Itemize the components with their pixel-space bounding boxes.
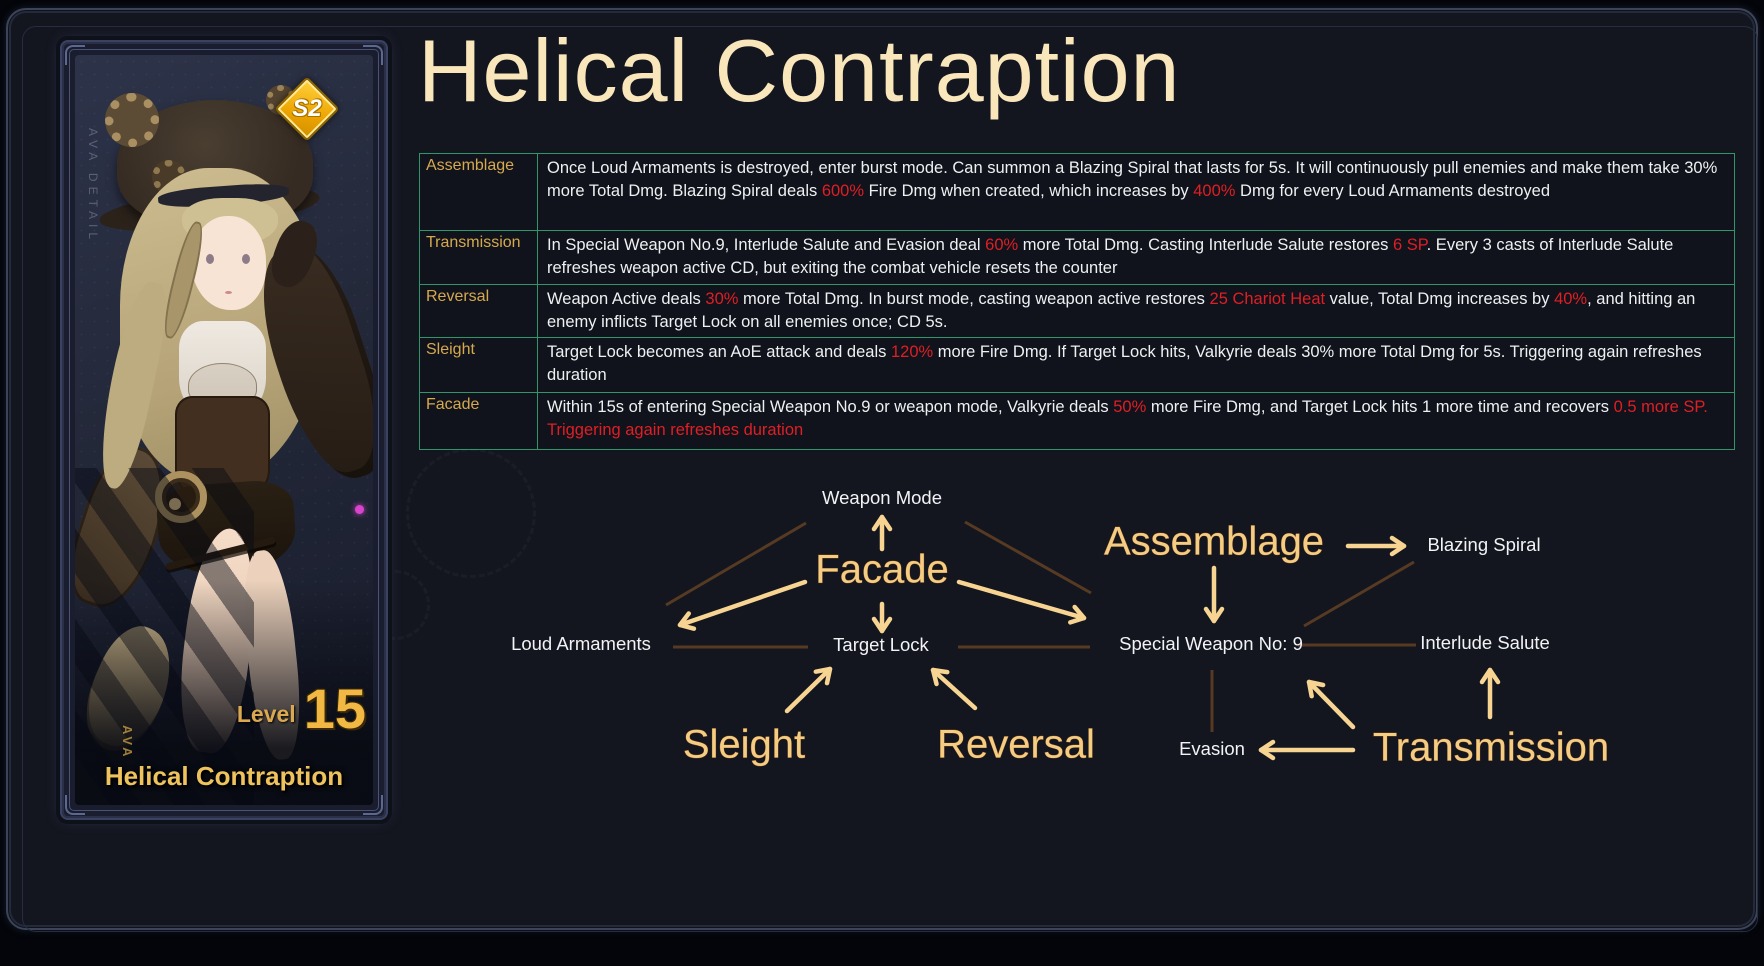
skill-row: Facade Within 15s of entering Special Wea… <box>420 393 1734 449</box>
rank-badge-text: S2 <box>292 95 322 122</box>
skill-name: Facade <box>420 393 538 449</box>
skill-name: Sleight <box>420 338 538 392</box>
diagram-skill-label: Transmission <box>1373 726 1609 770</box>
highlighted-value: 600% <box>821 182 865 200</box>
description-text: Target Lock becomes an AoE attack and de… <box>547 343 891 361</box>
diagram-connector-line <box>964 520 1092 595</box>
highlighted-value: 6 SP <box>1392 236 1427 254</box>
art-eye <box>241 253 250 264</box>
weapon-card[interactable]: AVA DETAIL AVA S2 Level 15 Helical Contr… <box>60 40 388 820</box>
gear-icon <box>155 471 208 524</box>
description-text: . Every 3 casts of Interlude Salute refr… <box>547 236 1674 277</box>
diagram-node-label: Weapon Mode <box>822 487 942 508</box>
description-text: Weapon Active deals <box>547 290 706 308</box>
diagram-skill-label: Assemblage <box>1104 520 1324 564</box>
description-text: more Total Dmg. Casting Interlude Salute… <box>1018 236 1393 254</box>
highlighted-value: 40% <box>1554 290 1588 308</box>
gear-icon <box>104 92 159 147</box>
description-text: Fire Dmg when created, which increases b… <box>864 182 1194 200</box>
diagram-skill-label: Reversal <box>937 723 1095 767</box>
card-vertical-label: AVA <box>120 725 135 760</box>
diagram-arrow <box>677 579 808 631</box>
description-text: more Fire Dmg. If Target Lock hits, Valk… <box>547 343 1702 384</box>
description-text: Once Loud Armaments is destroyed, enter … <box>547 159 1718 200</box>
card-name: Helical Contraption <box>104 761 344 791</box>
diagram-arrow <box>956 579 1087 625</box>
skill-description: In Special Weapon No.9, Interlude Salute… <box>538 231 1734 284</box>
diagram-skill-label: Sleight <box>683 723 805 767</box>
skill-name: Reversal <box>420 285 538 337</box>
description-text: value, Total Dmg increases by <box>1325 290 1555 308</box>
skill-name: Assemblage <box>420 154 538 230</box>
art-accent-dot <box>355 505 365 514</box>
art-gear-dot <box>168 497 181 510</box>
skill-row: Transmission In Special Weapon No.9, Inte… <box>420 231 1734 285</box>
card-corner-ornament <box>363 795 383 815</box>
description-text: , and hitting an enemy inflicts Target L… <box>547 290 1696 331</box>
highlighted-value: 120% <box>890 343 934 361</box>
card-corner-ornament <box>65 45 85 65</box>
art-face <box>191 216 266 310</box>
skill-description: Target Lock becomes an AoE attack and de… <box>538 338 1734 392</box>
diagram-node-label: Evasion <box>1179 738 1245 759</box>
character-portrait <box>75 55 373 805</box>
highlighted-value: 60% <box>985 236 1019 254</box>
diagram-connector-line <box>1303 560 1415 628</box>
skill-description: Once Loud Armaments is destroyed, enter … <box>538 154 1734 230</box>
description-text: more Total Dmg. In burst mode, casting w… <box>738 290 1210 308</box>
diagram-node-label: Blazing Spiral <box>1427 534 1540 555</box>
diagram-skill-label: Facade <box>815 548 948 592</box>
level-value: 15 <box>303 676 366 740</box>
card-vertical-label: AVA DETAIL <box>86 128 100 245</box>
level-label: Level <box>236 701 296 727</box>
description-text: Dmg for every Loud Armaments destroyed <box>1235 182 1551 200</box>
diagram-arrow <box>930 667 978 711</box>
skill-description: Within 15s of entering Special Weapon No… <box>538 393 1734 449</box>
highlighted-value: 25 Chariot Heat <box>1209 290 1326 308</box>
description-text: more Fire Dmg, and Target Lock hits 1 mo… <box>1146 398 1614 416</box>
diagram-connector-line <box>665 521 807 607</box>
highlighted-value: 400% <box>1193 182 1236 200</box>
diagram-node-label: Loud Armaments <box>511 633 651 654</box>
diagram-lines <box>665 520 1416 732</box>
highlighted-value: 50% <box>1113 398 1147 416</box>
description-text: Within 15s of entering Special Weapon No… <box>547 398 1114 416</box>
diagram-arrow <box>784 666 833 714</box>
diagram-node-label: Interlude Salute <box>1420 632 1550 653</box>
skill-description: Weapon Active deals 30% more Total Dmg. … <box>538 285 1734 337</box>
art-skirt <box>155 477 299 578</box>
art-mouth <box>225 291 233 295</box>
highlighted-value: 30% <box>705 290 739 308</box>
page-title: Helical Contraption <box>418 21 1181 120</box>
highlighted-value: 0.5 more SP. Triggering again refreshes … <box>547 398 1708 439</box>
skill-name: Transmission <box>420 231 538 284</box>
card-level: Level 15 <box>236 676 366 740</box>
decorative-frame: AVA DETAIL AVA S2 Level 15 Helical Contr… <box>6 8 1758 932</box>
card-corner-ornament <box>363 45 383 65</box>
art-eye <box>206 253 215 264</box>
diagram-node-label: Special Weapon No: 9 <box>1119 633 1303 654</box>
diagram-arrow <box>1306 679 1356 730</box>
description-text: In Special Weapon No.9, Interlude Salute… <box>547 236 986 254</box>
diagram-arrows <box>677 514 1501 761</box>
diagram-node-label: Target Lock <box>833 634 929 655</box>
card-corner-ornament <box>65 795 85 815</box>
skill-row: Sleight Target Lock becomes an AoE attack… <box>420 338 1734 393</box>
